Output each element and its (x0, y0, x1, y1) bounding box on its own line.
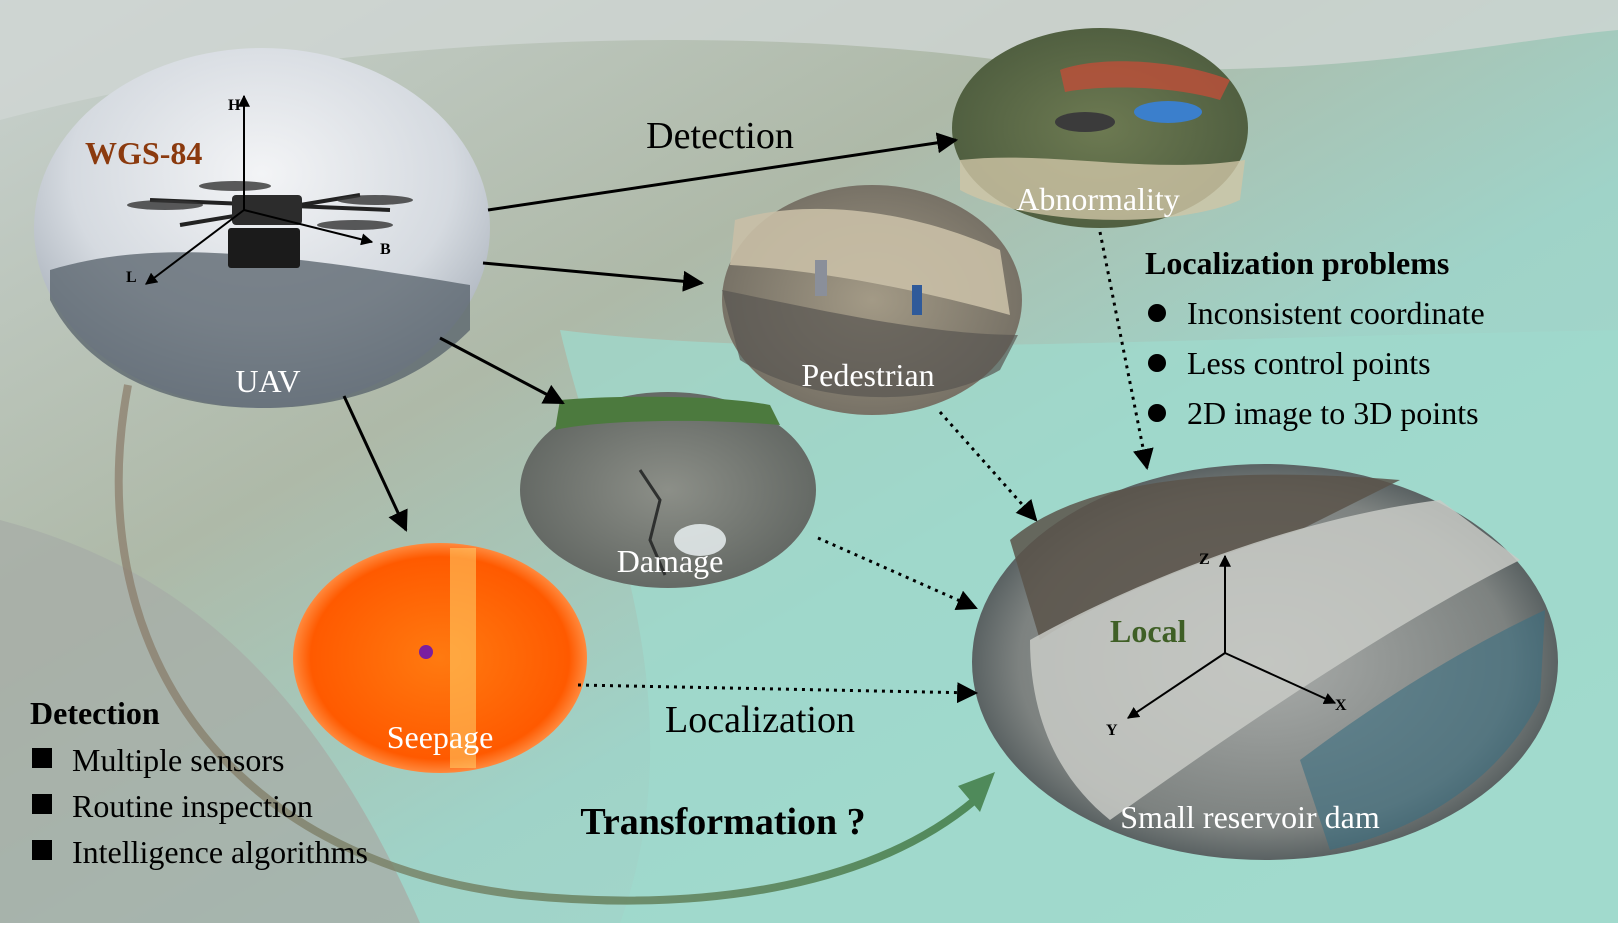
pedestrian-label: Pedestrian (801, 357, 934, 393)
transformation-edge-label: Transformation ? (580, 801, 865, 843)
local-frame-label: Local (1110, 613, 1187, 649)
uav-node: H B L WGS-84 UAV (34, 48, 490, 408)
localization-edge-label: Localization (665, 699, 855, 741)
damage-node: Damage (520, 392, 816, 588)
localization-problems-panel: Localization problems Inconsistent coord… (1145, 245, 1485, 431)
bullet-square (32, 748, 52, 768)
bullet-dot (1148, 354, 1166, 372)
thermal-stairs (450, 548, 476, 768)
arrow-uav-damage (439, 336, 565, 405)
detection-item: Routine inspection (72, 788, 313, 824)
bullet-square (32, 840, 52, 860)
abnormality-label: Abnormality (1016, 181, 1180, 217)
problem-item: Inconsistent coordinate (1187, 295, 1485, 331)
axis-label-z: Z (1199, 551, 1210, 568)
dam-node: Z X Y Local Small reservoir dam (972, 464, 1558, 860)
abnormality-node: Abnormality (952, 28, 1248, 228)
axis-label-x: X (1335, 697, 1347, 714)
pedestrian-node: Pedestrian (722, 185, 1022, 415)
background-mountains (0, 0, 1618, 120)
background-town (0, 520, 420, 923)
dotted-pedestrian-dam (938, 411, 1038, 522)
wgs84-axes (145, 94, 374, 285)
seepage-hotspot (419, 645, 433, 659)
wgs84-frame-label: WGS-84 (85, 135, 202, 171)
detection-item: Multiple sensors (72, 742, 284, 778)
dam-label: Small reservoir dam (1120, 799, 1380, 835)
dotted-seepage-dam (577, 682, 979, 704)
local-axes (1127, 554, 1337, 719)
transformation-arrow (114, 384, 995, 905)
drone-icon (127, 181, 413, 268)
axis-label-l: L (126, 269, 137, 286)
uav-label: UAV (235, 363, 300, 399)
bullet-dot (1148, 304, 1166, 322)
bullet-dot (1148, 404, 1166, 422)
dotted-damage-dam (817, 536, 978, 610)
axis-label-y: Y (1106, 722, 1118, 739)
detection-panel: Detection Multiple sensors Routine inspe… (30, 695, 368, 870)
axis-label-b: B (380, 241, 391, 258)
dotted-abnormality-dam (1098, 231, 1154, 471)
detection-item: Intelligence algorithms (72, 834, 368, 870)
detection-arrows (342, 132, 959, 532)
arrow-uav-seepage (342, 395, 408, 532)
localization-arrows (577, 231, 1154, 704)
damage-label: Damage (617, 543, 724, 579)
problem-item: Less control points (1187, 345, 1431, 381)
bullet-square (32, 794, 52, 814)
axis-label-h: H (228, 97, 241, 114)
seepage-label: Seepage (387, 719, 494, 755)
problem-item: 2D image to 3D points (1187, 395, 1479, 431)
problems-title: Localization problems (1145, 245, 1449, 281)
arrow-uav-pedestrian (482, 261, 705, 292)
detection-edge-label: Detection (646, 115, 794, 157)
arrow-uav-abnormality (487, 132, 959, 212)
detection-panel-title: Detection (30, 695, 160, 731)
seepage-node: Seepage (293, 543, 587, 773)
